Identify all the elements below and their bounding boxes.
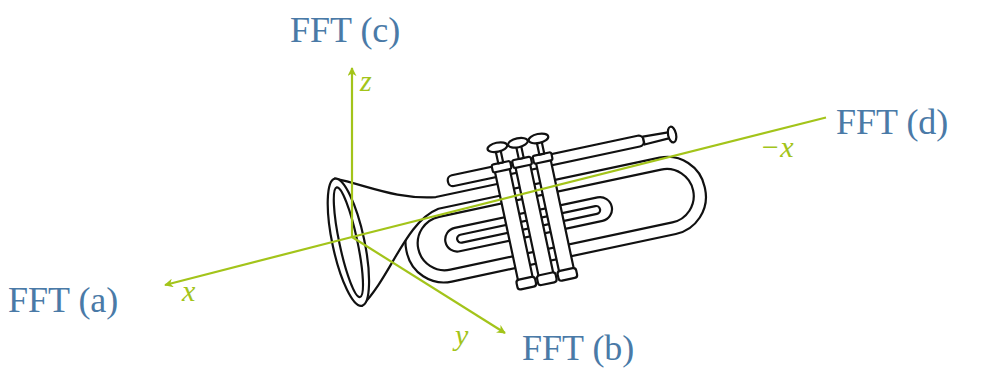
- mouthpiece-cup: [667, 126, 678, 143]
- axes: [165, 68, 826, 333]
- sensor-label: FFT (d): [836, 104, 948, 140]
- axis-label: −x: [760, 132, 794, 162]
- axis-label: y: [455, 320, 468, 350]
- valve-block: [487, 132, 579, 290]
- sensor-label: FFT (c): [290, 12, 400, 48]
- sensor-label: FFT (b): [522, 330, 634, 366]
- outer-loop: [398, 150, 713, 290]
- z-axis: [351, 68, 353, 237]
- negative-x-axis: [352, 118, 826, 238]
- cornet-drawing: [319, 102, 718, 325]
- axis-label: x: [182, 276, 195, 306]
- axis-label: z: [360, 66, 372, 96]
- y-axis: [352, 237, 505, 333]
- sensor-label: FFT (a): [8, 282, 118, 318]
